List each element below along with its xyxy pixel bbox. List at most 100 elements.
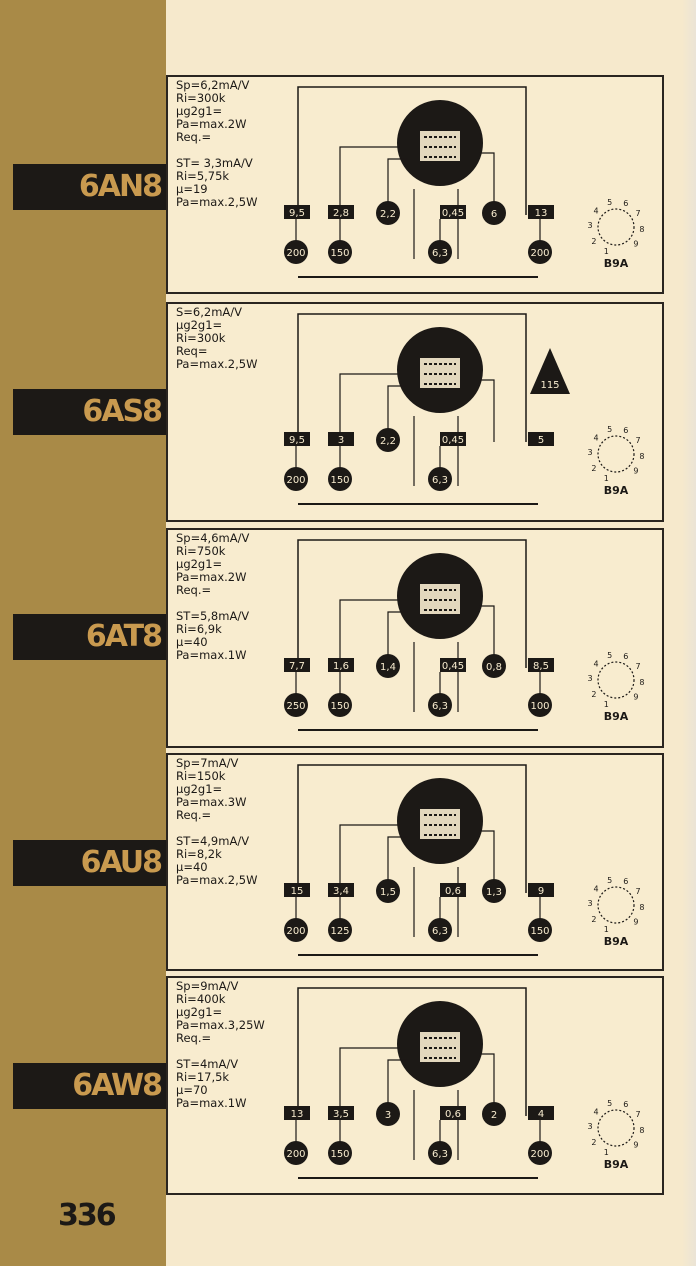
spec-line: Pa=max.2,5W (176, 195, 258, 209)
socket-outline (597, 886, 635, 924)
value-circle (428, 1141, 452, 1165)
value-circle-label: 6,3 (432, 701, 448, 712)
socket-pin-number: 1 (604, 700, 609, 709)
value-circle-label: 2,2 (380, 209, 396, 220)
value-box-label: 13 (291, 1109, 304, 1120)
socket-pin-number: 3 (588, 1122, 593, 1131)
page-edge (682, 0, 696, 1266)
value-box (284, 205, 310, 219)
value-box (284, 1106, 310, 1120)
spec-line: µg2g1= (176, 104, 223, 118)
socket-pin-number: 4 (594, 1107, 599, 1116)
socket-pin-number: 5 (607, 1099, 612, 1108)
value-circle (376, 428, 400, 452)
value-box-label: 3 (338, 435, 344, 446)
value-circle (482, 654, 506, 678)
value-box-label: 9 (538, 886, 544, 897)
value-circle (376, 201, 400, 225)
spec-line: Ri=8,2k (176, 847, 222, 861)
value-box-label: 2,8 (333, 208, 349, 219)
spec-line: µ=19 (176, 182, 208, 196)
value-circle-label: 200 (286, 475, 305, 486)
spec-line: Sp=6,2mA/V (176, 78, 250, 92)
value-circle (284, 918, 308, 942)
value-box (528, 658, 554, 672)
spec-line: Ri=6,9k (176, 622, 222, 636)
socket-pin-number: 4 (594, 659, 599, 668)
spec-line: Ri=300k (176, 91, 226, 105)
spec-line: Sp=7mA/V (176, 756, 239, 770)
value-circle-label: 2 (491, 1110, 497, 1121)
value-circle (284, 240, 308, 264)
value-circle-label: 150 (330, 248, 349, 259)
socket-pin-number: 2 (591, 464, 596, 473)
socket-pin-number: 1 (604, 247, 609, 256)
socket-pin-number: 3 (588, 899, 593, 908)
value-circle-label: 6,3 (432, 248, 448, 259)
value-circle-label: 6 (491, 209, 497, 220)
socket-pin-number: 6 (623, 877, 628, 886)
value-circle (528, 240, 552, 264)
spec-line: µg2g1= (176, 557, 223, 571)
socket-pin-number: 9 (633, 918, 638, 927)
socket-type-label: B9A (604, 1158, 629, 1171)
spec-line: S=6,2mA/V (176, 305, 243, 319)
value-circle-label: 1,3 (486, 887, 502, 898)
tube-label-6an8: 6AN8 (13, 164, 167, 210)
socket-pin-number: 9 (633, 1141, 638, 1150)
value-box-label: 13 (535, 208, 548, 219)
socket-type-label: B9A (604, 257, 629, 270)
socket-pin-number: 1 (604, 474, 609, 483)
value-box-label: 1,6 (333, 661, 349, 672)
value-circle (528, 693, 552, 717)
value-box-label: 0,6 (445, 886, 461, 897)
socket-pin-number: 8 (639, 452, 644, 461)
spec-line: µg2g1= (176, 782, 223, 796)
socket-pin-number: 4 (594, 206, 599, 215)
value-circle (284, 1141, 308, 1165)
value-circle (428, 240, 452, 264)
value-circle (328, 240, 352, 264)
value-circle-label: 6,3 (432, 1149, 448, 1160)
value-circle-label: 100 (530, 701, 549, 712)
value-box-label: 0,45 (442, 208, 464, 219)
socket-outline (597, 208, 635, 246)
spec-line: µ=70 (176, 1083, 208, 1097)
socket-pin-number: 2 (591, 1138, 596, 1147)
spec-line: Pa=max.2,5W (176, 357, 258, 371)
socket-pin-number: 9 (633, 693, 638, 702)
value-box (528, 432, 554, 446)
socket-pin-number: 5 (607, 198, 612, 207)
value-circle-label: 200 (286, 926, 305, 937)
value-circle-label: 150 (530, 926, 549, 937)
value-box-label: 5 (538, 435, 544, 446)
value-circle-label: 125 (330, 926, 349, 937)
value-circle (528, 1141, 552, 1165)
amplifier-triangle (530, 348, 570, 394)
value-circle (328, 1141, 352, 1165)
spec-line: Pa=max.2W (176, 570, 247, 584)
value-box-label: 8,5 (533, 661, 549, 672)
value-box (328, 205, 354, 219)
value-circle (328, 693, 352, 717)
value-box (440, 1106, 466, 1120)
value-circle (328, 918, 352, 942)
spec-line: Pa=max.2,5W (176, 873, 258, 887)
spec-line: µ=40 (176, 860, 208, 874)
value-box-label: 0,45 (442, 661, 464, 672)
value-box-label: 0,45 (442, 435, 464, 446)
value-box-label: 3,4 (333, 886, 349, 897)
spec-line: Sp=4,6mA/V (176, 531, 250, 545)
spec-line: ST=4,9mA/V (176, 834, 250, 848)
spec-line: µg2g1= (176, 1005, 223, 1019)
value-box (440, 658, 466, 672)
value-circle (376, 1102, 400, 1126)
value-box-label: 4 (538, 1109, 544, 1120)
spec-line: Req.= (176, 1031, 212, 1045)
value-circle (376, 879, 400, 903)
